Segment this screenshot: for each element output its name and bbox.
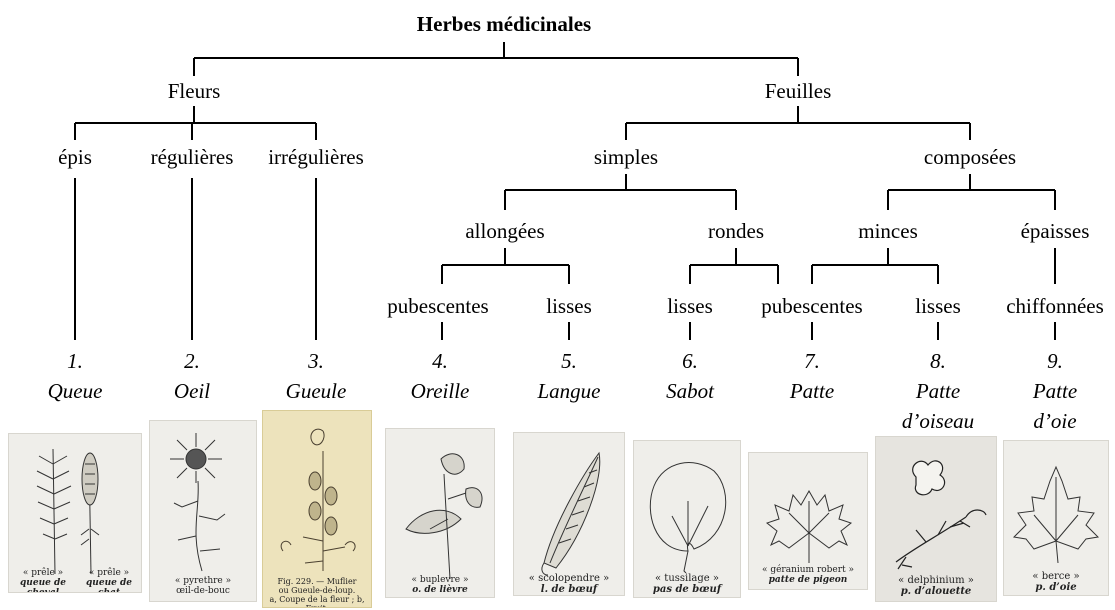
result-number: 2.: [174, 346, 210, 376]
caption-2: l. de bœuf: [514, 584, 624, 595]
caption-right-2: queue de chat: [77, 578, 141, 593]
diagram-title: Herbes médicinales: [417, 14, 591, 35]
caption-1: « scolopendre »: [514, 573, 624, 584]
illustration-berce: « berce » p. d’oie: [1003, 440, 1109, 596]
result-label: Sabot: [666, 376, 714, 406]
caption-right-1: « prêle »: [77, 568, 141, 578]
illustration-delphinium: « delphinium » p. d’alouette: [875, 436, 997, 602]
result-label: Oeil: [174, 376, 210, 406]
result-label: Gueule: [286, 376, 347, 406]
caption-2: patte de pigeon: [749, 575, 867, 585]
illustration-preles: « prêle » queue de cheval « prêle » queu…: [8, 433, 142, 593]
caption-3: a, Coupe de la fleur ; b, Fruit.: [263, 595, 371, 608]
daisy-drawing-icon: [150, 421, 257, 602]
result-number: 3.: [286, 346, 347, 376]
result-number: 5.: [538, 346, 601, 376]
caption-1: Fig. 229. — Muflier: [263, 577, 371, 586]
result-number: 1.: [48, 346, 103, 376]
node-rondes: rondes: [708, 221, 764, 242]
node-pubescentes-minces: pubescentes: [761, 296, 862, 317]
caption-left-1: « prêle »: [11, 568, 75, 578]
node-irregulieres: irrégulières: [268, 147, 364, 168]
result-number: 6.: [666, 346, 714, 376]
node-minces: minces: [858, 221, 917, 242]
node-feuilles: Feuilles: [765, 81, 832, 102]
result-label: Oreille: [411, 376, 470, 406]
result-label-line2: d’oiseau: [902, 406, 974, 436]
caption-1: « buplevre »: [386, 575, 494, 585]
caption-2: œil-de-bouc: [150, 586, 256, 596]
illustration-buplevre: « buplevre » o. de lièvre: [385, 428, 495, 598]
result-gueule: 3. Gueule: [286, 346, 347, 406]
result-number: 4.: [411, 346, 470, 376]
result-label: Patte: [902, 376, 974, 406]
result-oeil: 2. Oeil: [174, 346, 210, 406]
hart-tongue-fern-drawing-icon: [514, 433, 625, 596]
tree-connectors: [0, 0, 1115, 340]
node-lisses-rondes: lisses: [667, 296, 713, 317]
illustration-muflier: Fig. 229. — Muflier ou Gueule-de-loup. a…: [262, 410, 372, 608]
node-pubescentes-allongees: pubescentes: [387, 296, 488, 317]
result-label: Patte: [790, 376, 834, 406]
result-label: Queue: [48, 376, 103, 406]
node-chiffonnees: chiffonnées: [1006, 296, 1104, 317]
thorow-wax-drawing-icon: [386, 429, 495, 598]
result-queue: 1. Queue: [48, 346, 103, 406]
result-number: 9.: [1033, 346, 1077, 376]
caption-1: « géranium robert »: [749, 565, 867, 575]
illustration-geranium: « géranium robert » patte de pigeon: [748, 452, 868, 590]
result-label: Patte: [1033, 376, 1077, 406]
caption-2: p. d’alouette: [876, 586, 996, 597]
result-label: Langue: [538, 376, 601, 406]
result-number: 7.: [790, 346, 834, 376]
node-lisses-allongees: lisses: [546, 296, 592, 317]
result-patte: 7. Patte: [790, 346, 834, 406]
node-epaisses: épaisses: [1021, 221, 1090, 242]
caption-2: p. d’oie: [1004, 582, 1108, 593]
node-allongees: allongées: [465, 221, 544, 242]
caption-left-2: queue de cheval: [11, 578, 75, 593]
result-number: 8.: [902, 346, 974, 376]
node-lisses-minces: lisses: [915, 296, 961, 317]
caption-1: « berce »: [1004, 571, 1108, 582]
result-label-line2: d’oie: [1033, 406, 1077, 436]
caption-1: « pyrethre »: [150, 576, 256, 586]
caption-1: « tussilage »: [634, 573, 740, 584]
caption-2: o. de lièvre: [386, 585, 494, 595]
caption-2: ou Gueule-de-loup.: [263, 586, 371, 595]
illustration-pyrethre: « pyrethre » œil-de-bouc: [149, 420, 257, 602]
caption-2: pas de bœuf: [634, 584, 740, 595]
caption-1: « delphinium »: [876, 575, 996, 586]
result-sabot: 6. Sabot: [666, 346, 714, 406]
node-composees: composées: [924, 147, 1016, 168]
node-regulieres: régulières: [151, 147, 234, 168]
result-patte-oiseau: 8. Patte d’oiseau: [902, 346, 974, 436]
node-fleurs: Fleurs: [168, 81, 221, 102]
result-patte-oie: 9. Patte d’oie: [1033, 346, 1077, 436]
node-epis: épis: [58, 147, 92, 168]
node-simples: simples: [594, 147, 658, 168]
result-oreille: 4. Oreille: [411, 346, 470, 406]
illustration-scolopendre: « scolopendre » l. de bœuf: [513, 432, 625, 596]
result-langue: 5. Langue: [538, 346, 601, 406]
illustration-tussilage: « tussilage » pas de bœuf: [633, 440, 741, 598]
